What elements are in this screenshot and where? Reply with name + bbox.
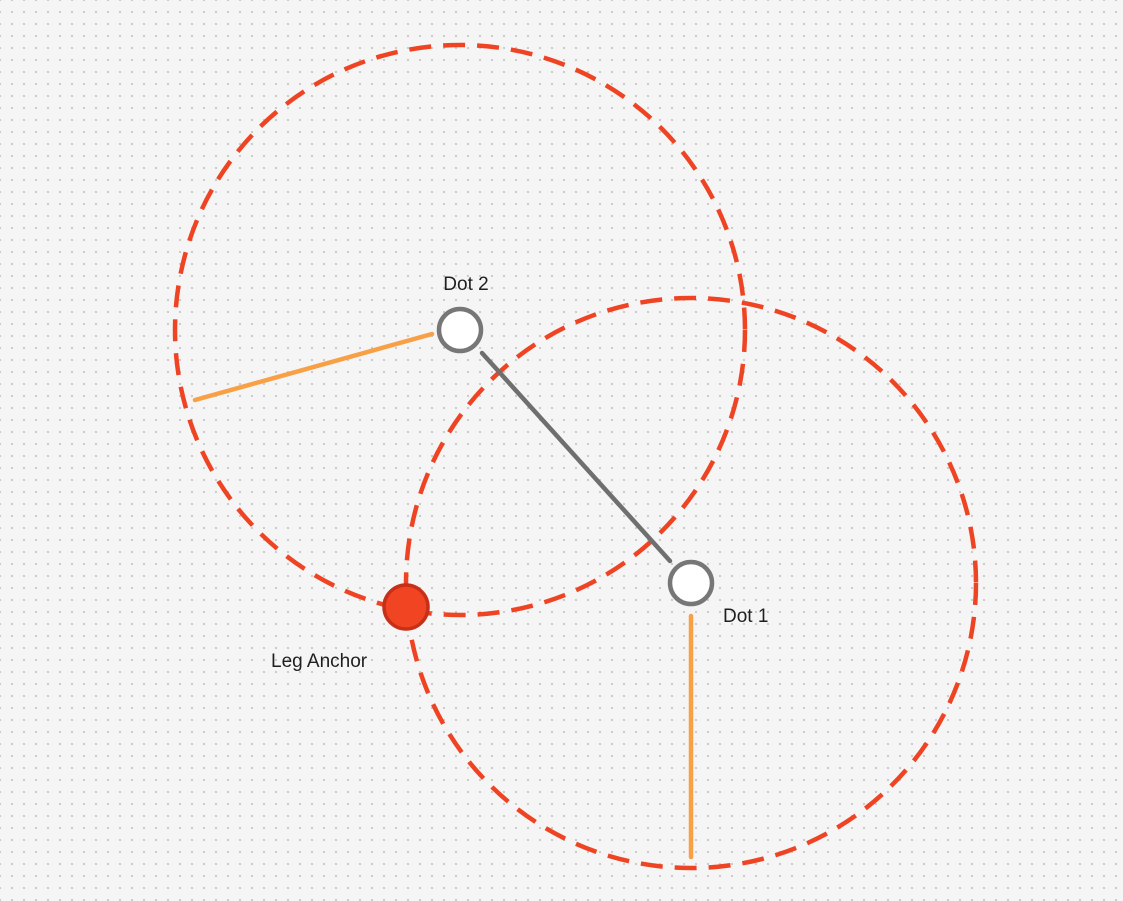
dot1-label: Dot 1 [723,606,768,627]
dot1-reach-circle [403,295,979,871]
dot-1[interactable] [667,559,715,607]
leg-anchor[interactable] [382,583,430,631]
dot2-radius-line [192,331,435,403]
dot-2[interactable] [436,306,484,354]
dot2-reach-circle [172,42,748,618]
dot-connector-line [479,350,673,564]
dot2-label: Dot 2 [443,274,488,295]
leg-anchor-label: Leg Anchor [271,651,368,672]
